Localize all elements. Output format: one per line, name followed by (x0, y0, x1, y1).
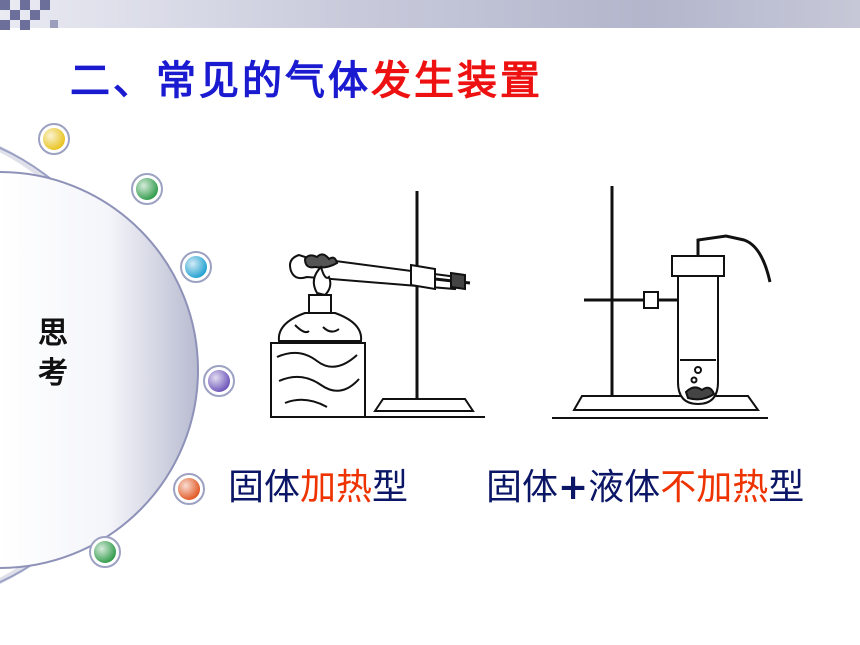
caption-solid-heating: 固体加热型 (228, 458, 408, 510)
side-arc-decoration (0, 123, 235, 585)
inner-arc-fill (0, 172, 198, 568)
test-tube (677, 268, 719, 406)
decor-square (50, 20, 58, 28)
bubble (690, 376, 698, 384)
side-label-line1: 思 (38, 316, 68, 351)
stopper (450, 271, 466, 291)
stopper (671, 255, 725, 277)
caption-right-d: 型 (768, 467, 805, 508)
apparatus-solid-heating (270, 191, 485, 418)
alcohol-lamp (277, 312, 363, 342)
title-part-blue: 二、常见的气体 (70, 57, 371, 104)
green-dot-shine (94, 541, 116, 563)
caption-right-a: 固体 (486, 467, 559, 508)
bubble (694, 366, 702, 374)
caption-left-c: 型 (372, 467, 409, 508)
wood-block (270, 342, 366, 418)
decor-square (0, 20, 10, 30)
decor-square (30, 10, 40, 20)
decor-square (40, 0, 50, 10)
apparatus-solid-liquid-no-heating (552, 186, 772, 419)
solid-sample (684, 386, 716, 401)
clamp-head (643, 291, 659, 309)
solid-sample (303, 253, 339, 269)
flame (312, 265, 332, 297)
caption-solid-liquid-no-heating: 固体+液体不加热型 (486, 458, 804, 510)
green-dot-shine (136, 178, 158, 200)
delivery-tube (696, 234, 772, 283)
side-label-line2: 考 (38, 356, 68, 391)
caption-left-b: 加热 (300, 467, 373, 508)
caption-right-c: 不加热 (660, 467, 769, 508)
page-title: 二、常见的气体发生装置 (70, 48, 543, 106)
purple-dot-shine (208, 370, 230, 392)
clamp (410, 263, 436, 291)
decor-square (20, 20, 30, 30)
decor-square (10, 10, 20, 20)
wood-grain (276, 351, 360, 408)
caption-left-a: 固体 (228, 467, 301, 508)
side-label-think: 思 考 (28, 314, 78, 394)
top-banner (0, 0, 860, 28)
stand-base (373, 398, 475, 412)
lamp-liquid (294, 324, 340, 334)
cyan-dot-shine (185, 256, 207, 278)
lamp-wick (308, 294, 332, 314)
stand-base (572, 395, 760, 411)
caption-right-plus: + (558, 467, 589, 508)
decor-square (20, 0, 30, 10)
orange-dot-shine (178, 478, 200, 500)
caption-right-b: 液体 (588, 467, 661, 508)
yellow-dot-shine (43, 128, 65, 150)
title-part-red: 发生装置 (371, 57, 543, 104)
decor-square (0, 0, 10, 10)
